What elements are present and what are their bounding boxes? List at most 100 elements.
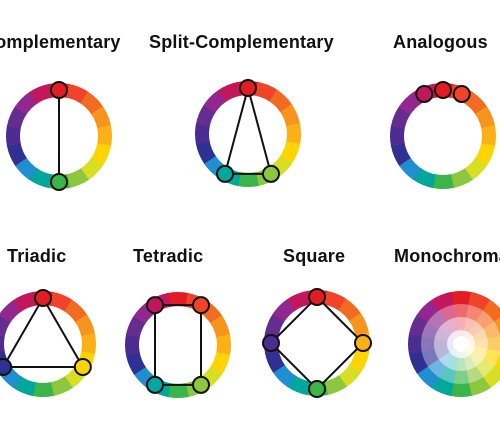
wheel-segment: [475, 106, 496, 130]
marker-dot: [415, 84, 434, 103]
wheel-segment: [14, 91, 38, 115]
wheel-segment: [216, 334, 231, 356]
label-complementary: Complementary: [0, 32, 121, 52]
wheel-segment: [449, 168, 473, 189]
wheel-complementary: [6, 81, 112, 191]
wheel-segment: [0, 299, 22, 323]
connector-shape: [223, 84, 273, 175]
wheel-segment: [413, 168, 437, 189]
wheel-segment: [338, 298, 362, 322]
wheel-segment: [287, 375, 311, 396]
wheel-segment: [269, 89, 293, 113]
wheel-segment: [64, 299, 88, 323]
wheel-segment: [195, 140, 216, 164]
marker-dot: [452, 84, 471, 103]
wheel-triadic: [0, 289, 96, 397]
wheel-segment: [81, 333, 96, 355]
wheel-segment: [13, 376, 37, 397]
wheel-segment: [13, 291, 37, 312]
marker-dot: [216, 164, 234, 183]
wheel-segment: [14, 157, 38, 181]
wheel-segment: [390, 106, 411, 130]
wheel-segment: [432, 174, 454, 189]
wheel-segment: [91, 142, 112, 166]
marker-dot: [192, 296, 210, 315]
wheel-segment: [6, 125, 21, 147]
wheel-segment: [29, 168, 53, 189]
wheel-segment: [167, 292, 189, 307]
marker-dot: [0, 358, 13, 376]
marker-dot: [50, 173, 68, 191]
wheel-segment: [280, 140, 301, 164]
wheel-segment: [280, 104, 301, 128]
wheel-segment: [475, 142, 496, 166]
wheel-segment: [32, 382, 54, 397]
wheel-segment: [237, 172, 259, 187]
wheel-segment: [464, 157, 488, 181]
marker-dot: [146, 296, 164, 315]
wheel-segment: [218, 81, 242, 102]
wheel-segment: [254, 81, 278, 102]
wheel-segment: [80, 91, 104, 115]
wheel-segment: [75, 314, 96, 338]
wheel-segment: [323, 375, 347, 396]
wheel-segment: [125, 334, 140, 356]
marker-dot: [354, 334, 372, 352]
marker-dot: [73, 358, 92, 376]
marker-dot: [50, 81, 68, 99]
wheel-square: [262, 288, 372, 398]
wheel-segment: [91, 106, 112, 130]
wheel-segment: [49, 376, 73, 397]
wheel-segment: [49, 291, 73, 312]
label-tetradic: Tetradic: [133, 246, 204, 266]
wheel-segment: [210, 315, 231, 339]
connector-shape: [1, 295, 85, 368]
wheel-segment: [323, 290, 347, 311]
wheel-segment: [398, 157, 422, 181]
marker-dot: [308, 380, 326, 398]
marker-dot: [262, 334, 280, 352]
wheel-monochromatic: [408, 291, 500, 397]
wheel-segment: [195, 123, 210, 145]
wheel-segment: [264, 313, 285, 337]
label-analogous: Analogous: [393, 32, 488, 52]
wheel-segment: [0, 314, 11, 338]
connector-shape: [154, 304, 202, 386]
wheel-segment: [287, 290, 311, 311]
wheel-segment: [6, 106, 27, 130]
wheel-segment: [125, 315, 146, 339]
wheel-segment: [349, 349, 370, 373]
marker-dot: [262, 164, 280, 183]
marker-dot: [192, 375, 210, 394]
wheel-segment: [210, 351, 231, 375]
label-split-complementary: Split-Complementary: [149, 32, 334, 52]
wheel-split-complementary: [195, 79, 301, 187]
wheel-segment: [203, 89, 227, 113]
wheel-segment: [272, 298, 296, 322]
wheel-segment: [390, 142, 411, 166]
wheel-segment: [195, 104, 216, 128]
wheel-segment: [264, 349, 285, 373]
label-square: Square: [283, 246, 346, 266]
wheel-segment: [464, 91, 488, 115]
wheel-segment: [167, 383, 189, 398]
wheel-segment: [398, 91, 422, 115]
marker-dot: [239, 79, 257, 97]
mono-center: [453, 336, 469, 352]
marker-dot: [146, 375, 164, 394]
marker-dot: [308, 288, 326, 306]
wheel-segment: [125, 351, 146, 375]
wheel-tetradic: [125, 292, 231, 398]
marker-dot: [434, 81, 452, 99]
label-monochromatic: Monochromatic: [394, 246, 500, 266]
wheel-segment: [65, 168, 89, 189]
marker-dot: [34, 289, 52, 307]
wheel-segment: [481, 125, 496, 147]
wheel-analogous: [390, 81, 496, 189]
wheel-segment: [286, 123, 301, 145]
wheel-segment: [6, 142, 27, 166]
wheel-segment: [65, 83, 89, 104]
wheel-segment: [272, 364, 296, 388]
